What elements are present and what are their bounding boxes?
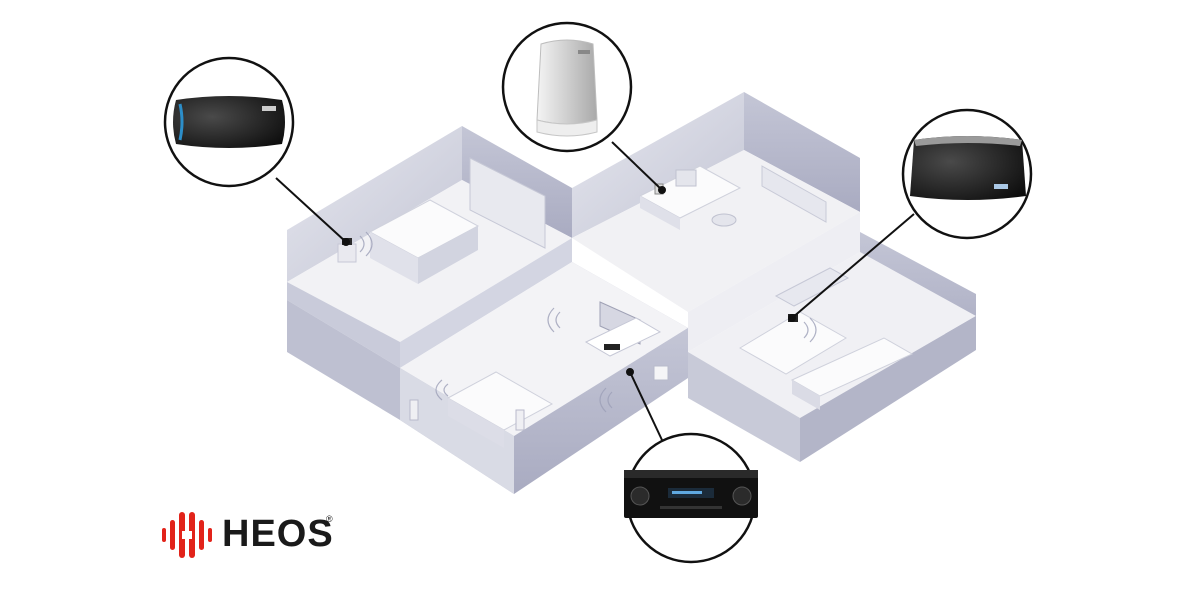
- sound-waves: [359, 231, 817, 413]
- callout-bedroom-speaker: [163, 56, 295, 188]
- bedroom: [287, 126, 572, 368]
- living-room: [287, 238, 688, 494]
- callout-kitchen-speaker: [901, 108, 1033, 240]
- receiver-icon: [624, 470, 758, 518]
- callout-av-receiver: [624, 432, 758, 564]
- callout-office-speaker: [501, 21, 633, 153]
- kitchen: [688, 212, 976, 462]
- speaker-icon: [173, 96, 285, 148]
- heos-logo-icon: [162, 512, 212, 558]
- office: [572, 92, 860, 312]
- speaker-icon: [910, 136, 1026, 200]
- callout-lines: [275, 141, 915, 441]
- heos-logo: HEOS ®: [160, 508, 360, 562]
- speaker-icon: [536, 39, 598, 137]
- registered-mark: ®: [326, 514, 333, 524]
- brand-name: HEOS: [222, 513, 334, 555]
